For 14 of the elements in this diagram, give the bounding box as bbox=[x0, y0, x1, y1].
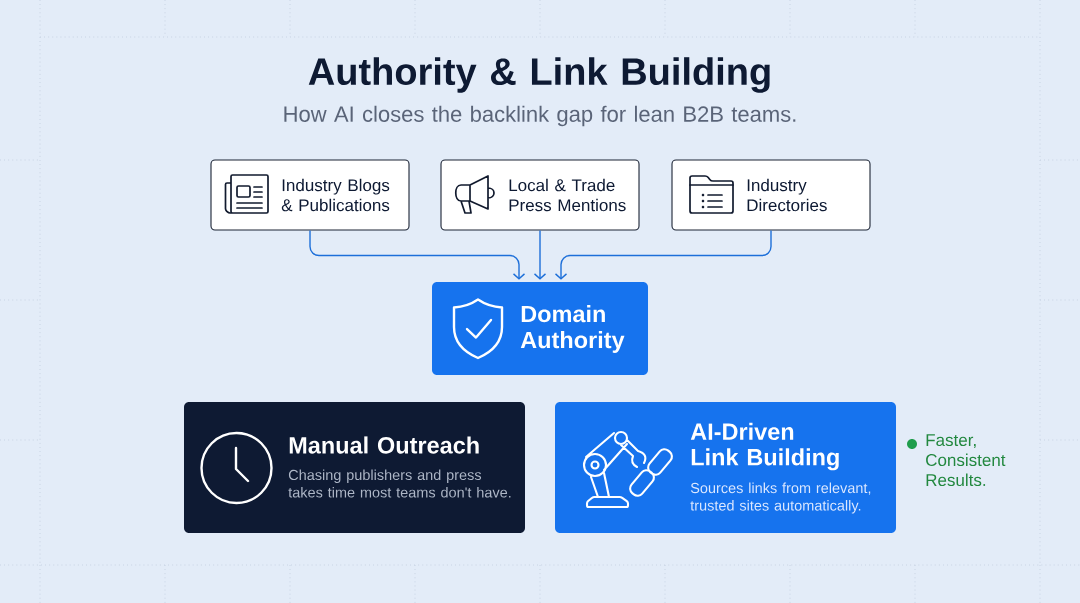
title: Authority & Link Building bbox=[308, 57, 770, 93]
card-heading: AI-Driven Link Building bbox=[690, 422, 839, 471]
card-text: Sources links from relevant, trusted sites automatically. bbox=[690, 482, 871, 514]
note-text: Faster, Consistent Results. bbox=[926, 434, 1006, 487]
source-box: Industry Blogs & Publications bbox=[210, 159, 410, 231]
arrow bbox=[554, 229, 772, 280]
source-box: Local & Trade Press Mentions bbox=[440, 159, 640, 231]
subtitle: How AI closes the backlink gap for lean B2B teams. bbox=[284, 105, 796, 127]
source-box: Industry Directories bbox=[671, 159, 871, 231]
arrow bbox=[533, 229, 547, 280]
hub-box: Domain Authority bbox=[432, 282, 648, 375]
card-text: Chasing publishers and press takes time most teams don't have. bbox=[288, 469, 511, 498]
card-heading: Manual Outreach bbox=[289, 436, 479, 454]
arrow bbox=[309, 229, 526, 280]
